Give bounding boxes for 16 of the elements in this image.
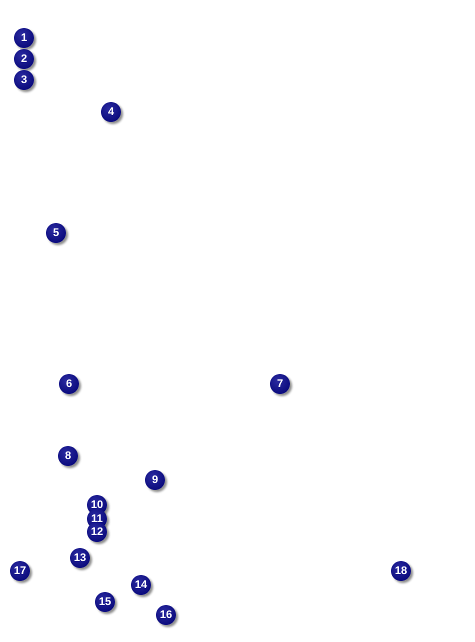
callout-number: 3 xyxy=(14,70,34,90)
callout-number: 16 xyxy=(156,605,176,625)
callout-number: 14 xyxy=(131,575,151,595)
callout-number: 8 xyxy=(58,446,78,466)
callout-number: 18 xyxy=(391,561,411,581)
callout-number: 15 xyxy=(95,592,115,612)
callout-number: 7 xyxy=(270,374,290,394)
callout-number: 4 xyxy=(101,102,121,122)
callout-number: 5 xyxy=(46,223,66,243)
callout-number: 17 xyxy=(10,561,30,581)
callout-number: 13 xyxy=(70,548,90,568)
callout-number: 2 xyxy=(14,49,34,69)
callout-number: 6 xyxy=(59,374,79,394)
callout-number: 9 xyxy=(145,470,165,490)
callout-number: 12 xyxy=(87,522,107,542)
callout-number: 1 xyxy=(14,28,34,48)
